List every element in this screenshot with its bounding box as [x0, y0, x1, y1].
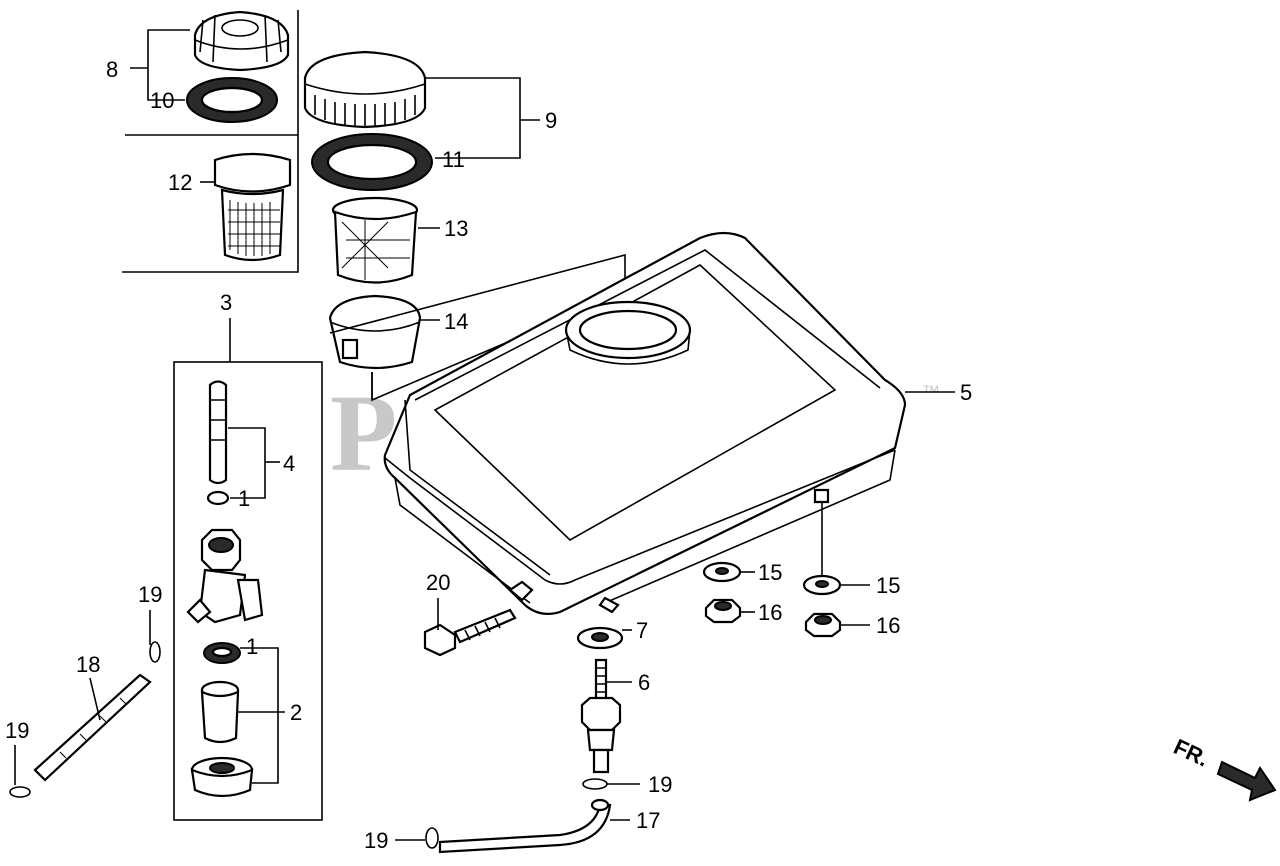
sediment-cup: [190, 756, 254, 798]
front-direction-arrow: FR.: [1170, 734, 1277, 802]
part-4-pipe: [208, 380, 228, 485]
part-10-gasket: [186, 77, 278, 123]
option-box-fuel-valve: [173, 318, 323, 821]
callout-5: 5: [960, 380, 972, 405]
part-17-fuel-hose: [438, 798, 612, 854]
callout-20: 20: [426, 570, 450, 595]
callout-19-center: 19: [648, 772, 672, 797]
part-2-strainer-cup: [200, 680, 240, 744]
callout-1-top: 1: [238, 486, 250, 511]
part-19-clip-mid: [149, 641, 161, 663]
callout-7: 7: [636, 618, 648, 643]
part-20-bolt: [423, 608, 517, 657]
part-15-washer-left: [702, 561, 742, 583]
callout-8: 8: [106, 57, 118, 82]
callout-18: 18: [76, 652, 100, 677]
part-1-o-ring-top: [206, 490, 230, 506]
part-6-fuel-joint: [580, 658, 622, 774]
part-7-washer: [576, 626, 624, 650]
callout-19-mid: 19: [138, 582, 162, 607]
part-8-fuel-cap: [193, 10, 290, 72]
callout-19-left: 19: [5, 718, 29, 743]
callout-17: 17: [636, 808, 660, 833]
callout-4: 4: [283, 451, 295, 476]
part-16-nut-left: [704, 598, 742, 624]
part-12-strainer: [213, 152, 292, 262]
callout-15-left: 15: [758, 560, 782, 585]
callout-9: 9: [545, 108, 557, 133]
part-9-fuel-cap: [303, 50, 427, 129]
callout-2: 2: [290, 700, 302, 725]
option-box-cap-and-filter: [122, 10, 299, 273]
callout-12: 12: [168, 170, 192, 195]
callout-11: 11: [442, 147, 465, 172]
callout-16-right: 16: [876, 613, 900, 638]
front-direction-label: FR.: [1170, 734, 1213, 772]
callout-10: 10: [150, 88, 174, 113]
part-13-fuel-filter: [331, 196, 419, 284]
part-16-nut-right: [804, 612, 842, 638]
part-14-filter-basket: [328, 294, 422, 370]
part-11-gasket: [311, 133, 433, 191]
part-19-clip-bottom: [425, 827, 439, 849]
part-1-o-ring-bottom: [203, 642, 241, 664]
part-19-clip-center: [582, 778, 608, 790]
part-18-fuel-hose: [33, 673, 152, 782]
part-15-washer-right: [802, 574, 842, 596]
callout-15-right: 15: [876, 573, 900, 598]
fuel-valve-body: [186, 528, 264, 624]
callout-16-left: 16: [758, 600, 782, 625]
part-5-fuel-tank: [383, 231, 907, 615]
callout-19-bottom: 19: [364, 828, 388, 853]
callout-3: 3: [220, 290, 232, 315]
callout-6: 6: [638, 670, 650, 695]
callout-14: 14: [444, 309, 468, 334]
part-19-clip-left: [9, 786, 31, 798]
leader-lines: [14, 29, 955, 841]
callout-13: 13: [444, 216, 468, 241]
callout-1-bottom: 1: [246, 634, 258, 659]
callout-numbers: 8 10 12 9 11 13 14 3 5 4 1 1 2 20 7 6 15…: [5, 57, 972, 853]
